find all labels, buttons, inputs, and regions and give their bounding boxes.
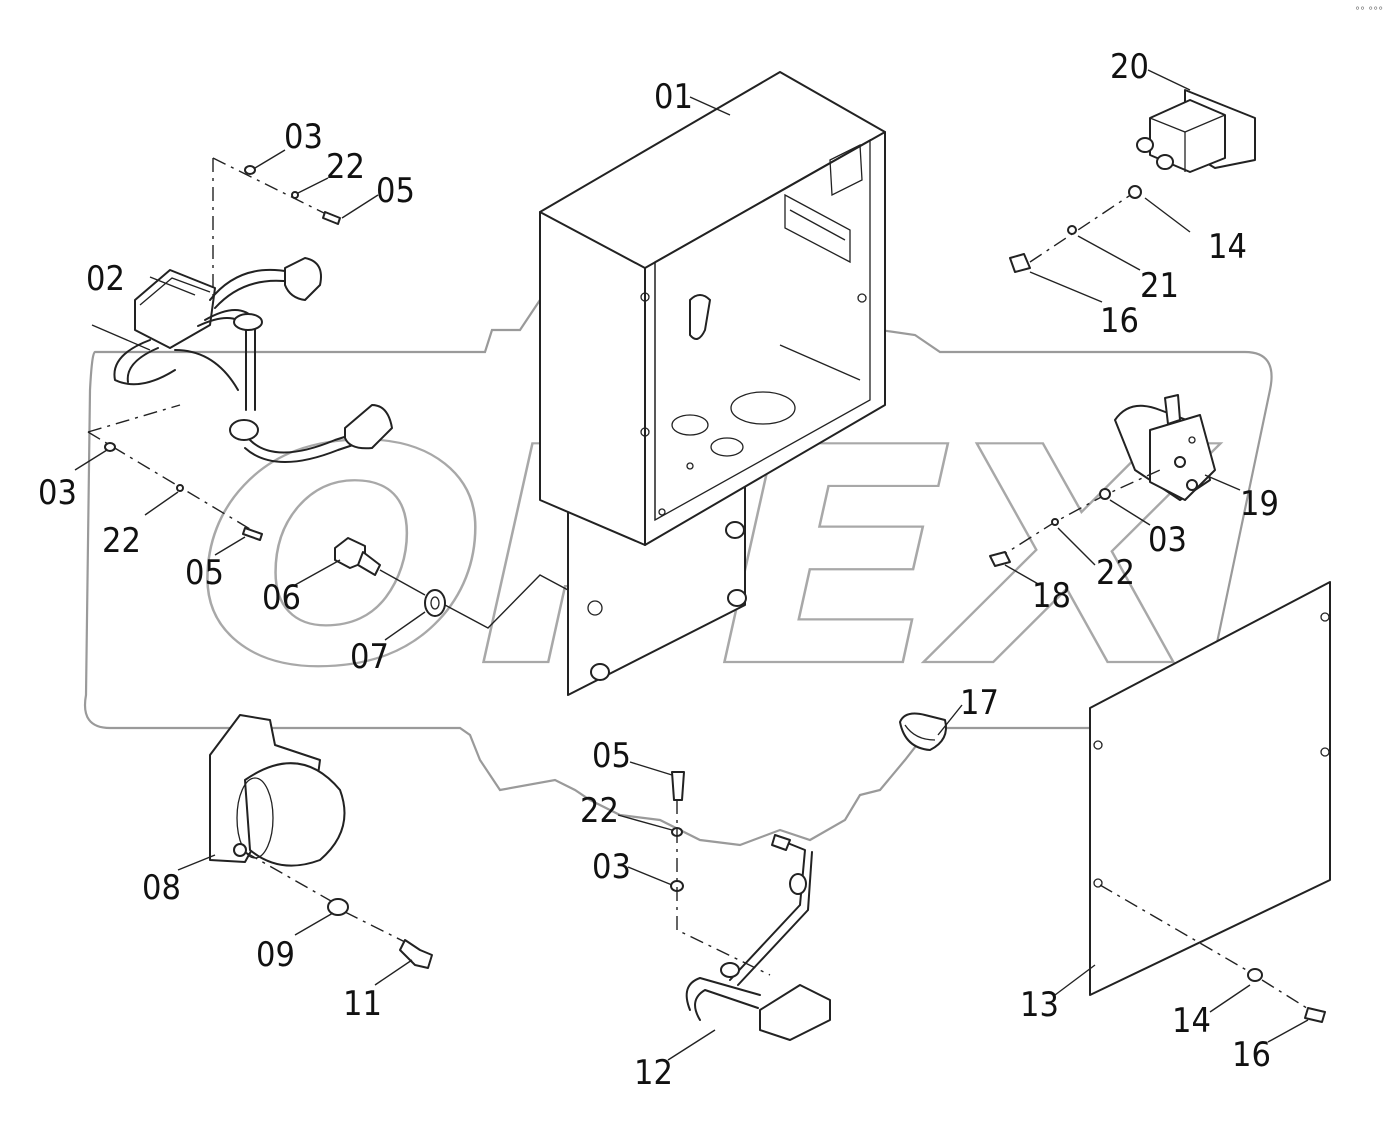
relay-20	[1136, 89, 1256, 173]
callout-16-bottom: 16	[1232, 1035, 1271, 1075]
callout-17: 17	[960, 683, 999, 723]
harness-02	[87, 157, 393, 536]
lockwasher-22-right	[1051, 518, 1059, 526]
sensor-12	[670, 771, 831, 1041]
corner-mark: °° °°°	[1355, 6, 1383, 17]
callout-06: 06	[262, 578, 301, 618]
callout-22-left: 22	[102, 521, 141, 561]
callout-03-top: 03	[284, 117, 323, 157]
callout-labels: 01 02 03 22 05 03 22 05 06 07 08 09 11 0…	[38, 47, 1279, 1093]
callout-01: 01	[654, 77, 693, 117]
callout-21: 21	[1140, 266, 1179, 306]
callout-12: 12	[634, 1053, 673, 1093]
callout-09: 09	[256, 935, 295, 975]
cover-plate-13	[1089, 581, 1331, 996]
washer-03-right	[1099, 488, 1111, 500]
callout-08: 08	[142, 868, 181, 908]
callout-07: 07	[350, 637, 389, 677]
callout-13: 13	[1020, 985, 1059, 1025]
horn-08	[209, 714, 346, 867]
washer-14-bottom	[1247, 968, 1263, 982]
callout-16-top: 16	[1100, 301, 1139, 341]
screw-16-bottom	[1304, 1007, 1326, 1023]
washer-09	[327, 898, 349, 916]
callout-02: 02	[86, 259, 125, 299]
callout-05-top: 05	[376, 171, 415, 211]
hardware-top-left	[104, 165, 341, 541]
callout-22-mid: 22	[580, 791, 619, 831]
callout-03-left: 03	[38, 473, 77, 513]
callout-14-top: 14	[1208, 227, 1247, 267]
callout-03-mid: 03	[592, 847, 631, 887]
enclosure-box	[539, 71, 886, 696]
callout-11: 11	[343, 984, 382, 1024]
bolt-06	[334, 537, 381, 576]
screw-18	[989, 551, 1011, 567]
leader-lines	[74, 69, 1309, 1061]
lockwasher-21	[1067, 225, 1077, 235]
callout-14-bottom: 14	[1172, 1001, 1211, 1041]
callout-03-right: 03	[1148, 520, 1187, 560]
callout-05-mid: 05	[592, 736, 631, 776]
callout-19: 19	[1240, 484, 1279, 524]
callout-18: 18	[1032, 576, 1071, 616]
washer-07	[424, 589, 446, 617]
callout-22-right: 22	[1096, 553, 1135, 593]
washer-14-top	[1128, 185, 1142, 199]
callout-22-top: 22	[326, 147, 365, 187]
callout-20: 20	[1110, 47, 1149, 87]
bolt-11	[399, 939, 433, 969]
callout-05-left: 05	[185, 553, 224, 593]
clamp-17	[899, 712, 947, 751]
screw-16-top	[1009, 253, 1031, 273]
solenoid-19	[1114, 394, 1216, 501]
